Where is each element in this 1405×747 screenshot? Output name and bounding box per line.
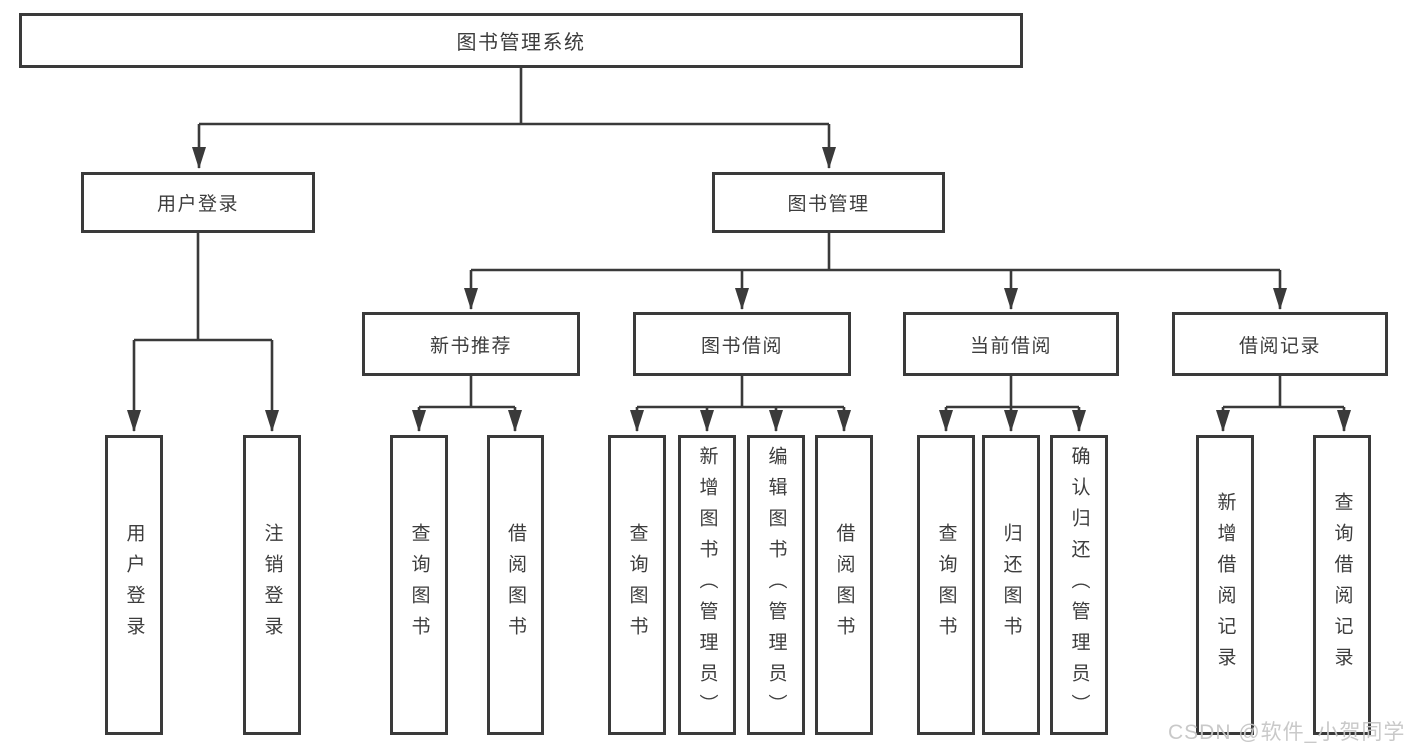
leaf-label: 用户登录	[123, 523, 145, 647]
leaf-query-books-recommendation: 查询图书	[390, 435, 448, 735]
leaf-label: 查询图书	[935, 523, 957, 647]
leaf-label: 新增借阅记录	[1214, 492, 1236, 678]
leaf-add-book-admin: 新增图书（管理员）	[678, 435, 736, 735]
leaf-label: 编辑图书（管理员）	[765, 445, 787, 725]
csdn-watermark: CSDN @软件_小贺同学	[1168, 721, 1405, 744]
leaf-label: 确认归还（管理员）	[1068, 445, 1090, 725]
node-current-borrowing: 当前借阅	[903, 312, 1119, 376]
node-user-login: 用户登录	[81, 172, 315, 233]
leaf-label: 借阅图书	[505, 523, 526, 647]
leaf-borrow-books-borrowing: 借阅图书	[815, 435, 873, 735]
node-book-borrowing: 图书借阅	[633, 312, 851, 376]
leaf-borrow-books-recommendation: 借阅图书	[487, 435, 544, 735]
leaf-label: 查询借阅记录	[1331, 492, 1353, 678]
leaf-query-books-borrowing: 查询图书	[608, 435, 666, 735]
node-library-management-system: 图书管理系统	[19, 13, 1023, 68]
leaf-confirm-return-admin: 确认归还（管理员）	[1050, 435, 1108, 735]
node-book-management: 图书管理	[712, 172, 945, 233]
leaf-edit-book-admin: 编辑图书（管理员）	[747, 435, 805, 735]
leaf-label: 新增图书（管理员）	[696, 445, 718, 725]
leaf-label: 查询图书	[408, 523, 430, 647]
leaf-query-borrow-record: 查询借阅记录	[1313, 435, 1371, 735]
node-borrowing-records: 借阅记录	[1172, 312, 1388, 376]
node-new-book-recommendation: 新书推荐	[362, 312, 580, 376]
leaf-add-borrow-record: 新增借阅记录	[1196, 435, 1254, 735]
leaf-user-login: 用户登录	[105, 435, 163, 735]
leaf-return-books: 归还图书	[982, 435, 1040, 735]
leaf-label: 归还图书	[1000, 523, 1022, 647]
leaf-label: 借阅图书	[833, 523, 855, 647]
leaf-query-books-current: 查询图书	[917, 435, 975, 735]
leaf-logout: 注销登录	[243, 435, 301, 735]
leaf-label: 查询图书	[626, 523, 648, 647]
leaf-label: 注销登录	[261, 523, 283, 647]
